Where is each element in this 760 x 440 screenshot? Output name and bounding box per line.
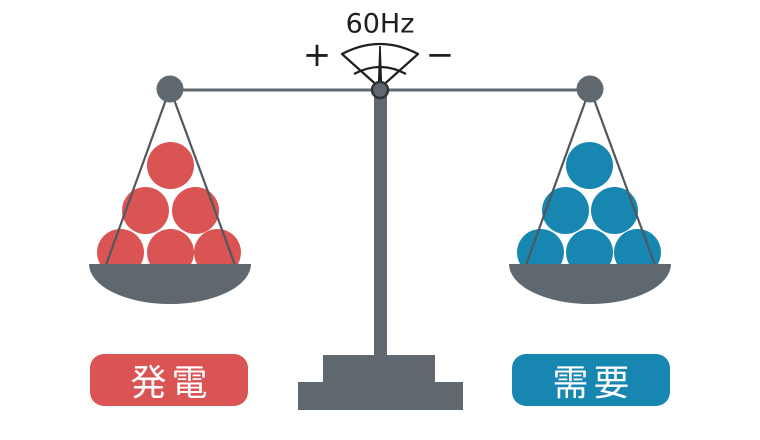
left-hanger-joint: [156, 75, 184, 103]
gauge-fan-outline: [340, 42, 420, 90]
stand-pillar: [374, 96, 387, 386]
stand-base-bottom: [298, 382, 463, 410]
left-pan-string-right: [170, 93, 237, 266]
right-pan: [509, 264, 671, 304]
pivot-joint: [370, 80, 390, 100]
gauge-needle: [377, 46, 383, 90]
right-pan-string-right: [590, 93, 657, 266]
left-pan: [89, 264, 251, 304]
generation-ball: [172, 187, 219, 234]
right-pan-string-left: [524, 93, 590, 266]
demand-ball: [566, 142, 613, 189]
plus-sign: +: [302, 35, 332, 75]
frequency-gauge-icon: [340, 42, 420, 90]
generation-ball: [147, 142, 194, 189]
demand-label: 需要: [512, 354, 670, 406]
frequency-value: 60Hz: [345, 8, 415, 40]
minus-sign: −: [425, 35, 455, 75]
stand-pedestal: [298, 96, 463, 410]
stand-base-middle: [323, 355, 435, 382]
generation-ball: [122, 187, 169, 234]
generation-label: 発電: [90, 354, 248, 406]
right-hanger-joint: [576, 75, 604, 103]
left-pan-string-left: [104, 93, 170, 266]
demand-ball: [542, 187, 589, 234]
